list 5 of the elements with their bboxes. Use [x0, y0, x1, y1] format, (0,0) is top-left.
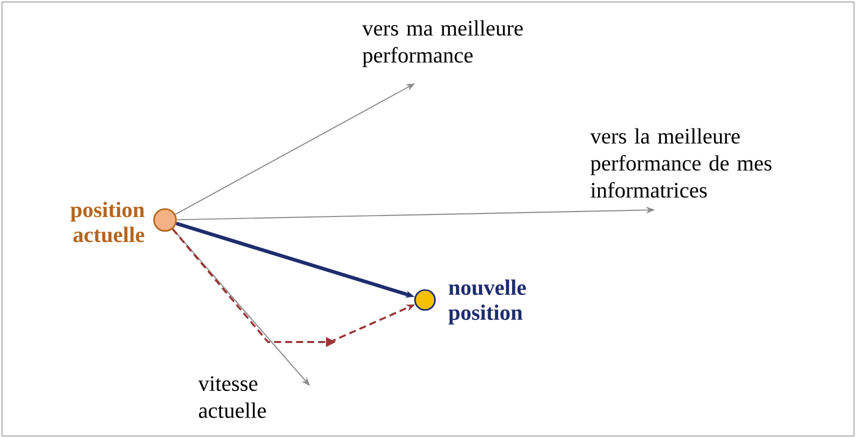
node-label: nouvelle position — [448, 280, 526, 324]
text-label: vers la meilleure performance de mes informatrices — [590, 128, 772, 198]
text-label: vers ma meilleure performance — [362, 20, 523, 68]
node-label: position actuelle — [70, 202, 144, 242]
text-label: vitesse actuelle — [198, 376, 266, 418]
